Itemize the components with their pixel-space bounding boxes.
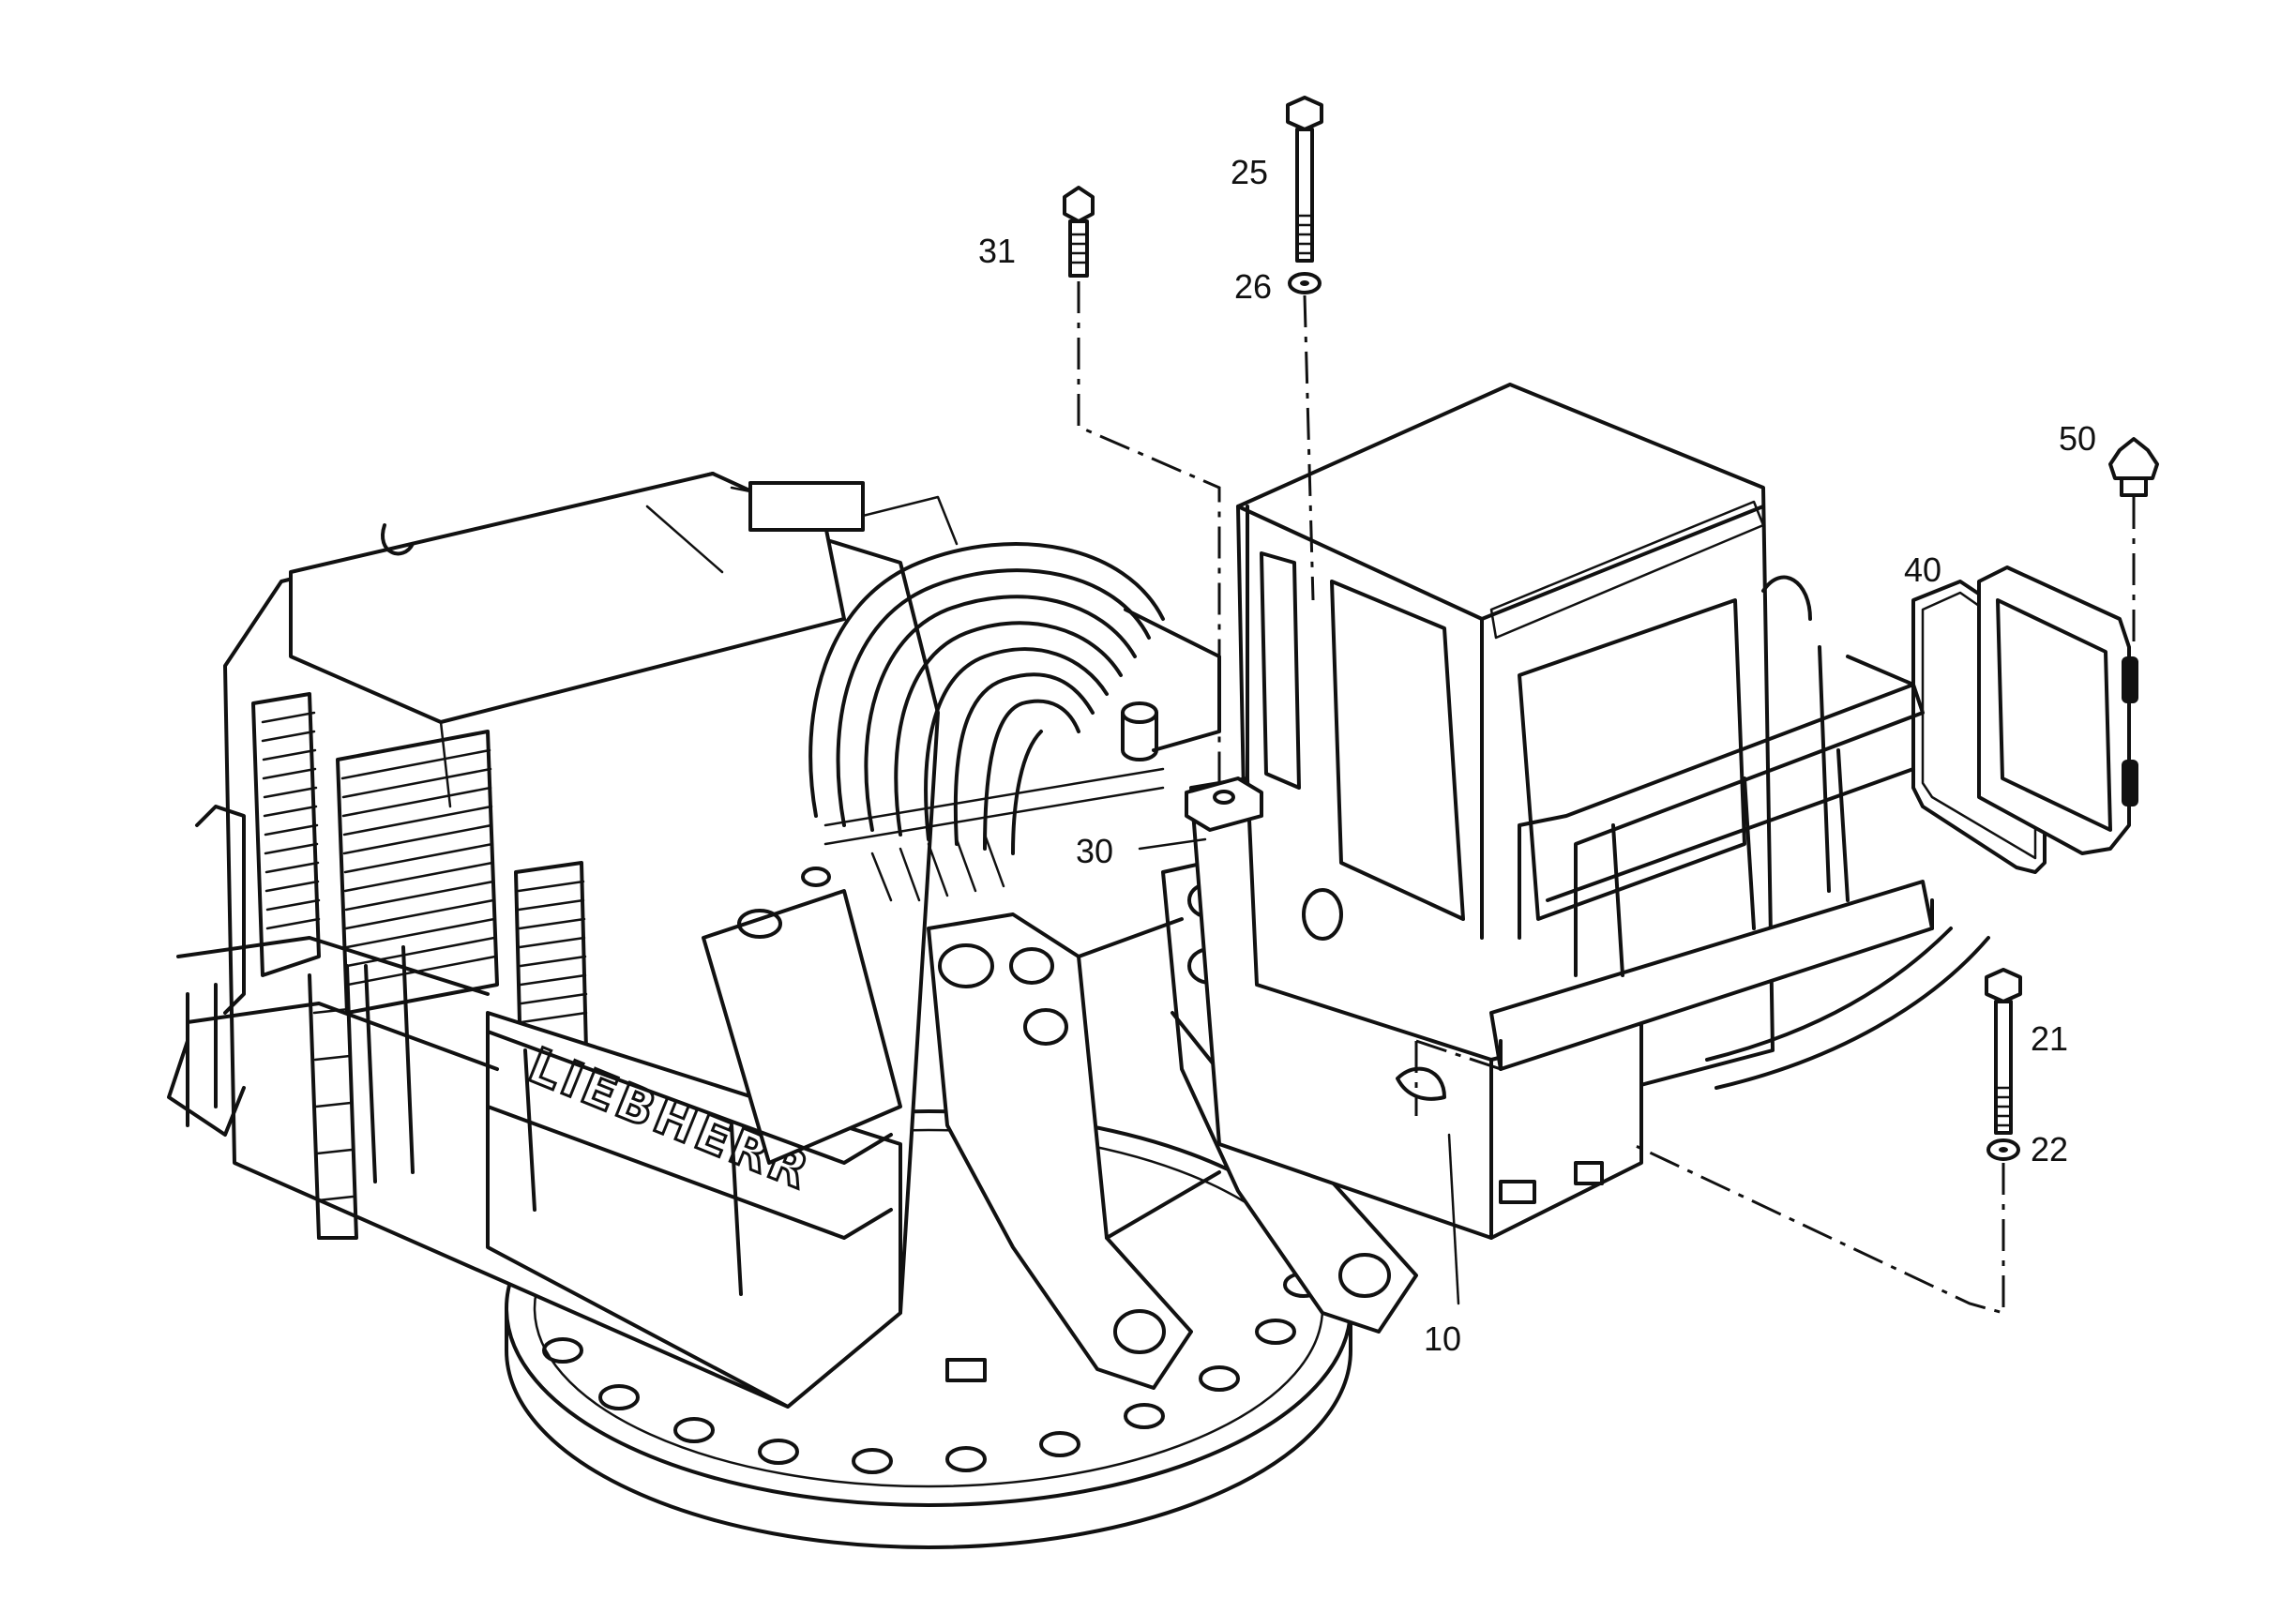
leader-bolt-25 (1303, 294, 1315, 601)
callout-leader-30 (1138, 837, 1207, 851)
assembly-leader-lines (1077, 281, 2136, 1315)
callout-10: 10 (1424, 1319, 1461, 1358)
callout-31: 31 (978, 232, 1016, 270)
callout-50: 50 (2059, 419, 2096, 458)
leader-cab-base (1414, 1039, 1502, 1116)
bolt-25 (1286, 96, 1323, 263)
leader-bolt-31 (1077, 281, 1221, 788)
swing-arc-outer (1714, 936, 1990, 1090)
callouts: 31 25 26 50 40 30 21 22 10 (978, 153, 2096, 1358)
callout-26: 26 (1234, 267, 1272, 306)
washer-26 (1288, 272, 1322, 294)
handrails-left (167, 805, 893, 1296)
washer-22 (1986, 1138, 2020, 1161)
uppercarriage-body: LIEBHERR (223, 472, 987, 1409)
callout-25: 25 (1231, 153, 1268, 191)
fastener-50 (2108, 437, 2159, 497)
callout-22: 22 (2031, 1130, 2068, 1168)
mounting-pad (1185, 776, 1263, 832)
radiator-louvres (251, 692, 588, 1062)
callout-30: 30 (1076, 832, 1113, 870)
bolt-31 (1063, 186, 1095, 278)
callout-leader-10 (1447, 1133, 1460, 1305)
swing-arc-inner (1705, 927, 1953, 1062)
bolt-21 (1985, 968, 2022, 1135)
cable-harness (801, 542, 1221, 902)
callout-40: 40 (1904, 550, 1941, 589)
ring-bolt-holes (542, 1225, 1324, 1474)
operator-cab (1189, 383, 1934, 1240)
cover-plate (1977, 565, 2138, 855)
leader-bolt-21 (1631, 1142, 2005, 1315)
callout-21: 21 (2031, 1019, 2068, 1058)
